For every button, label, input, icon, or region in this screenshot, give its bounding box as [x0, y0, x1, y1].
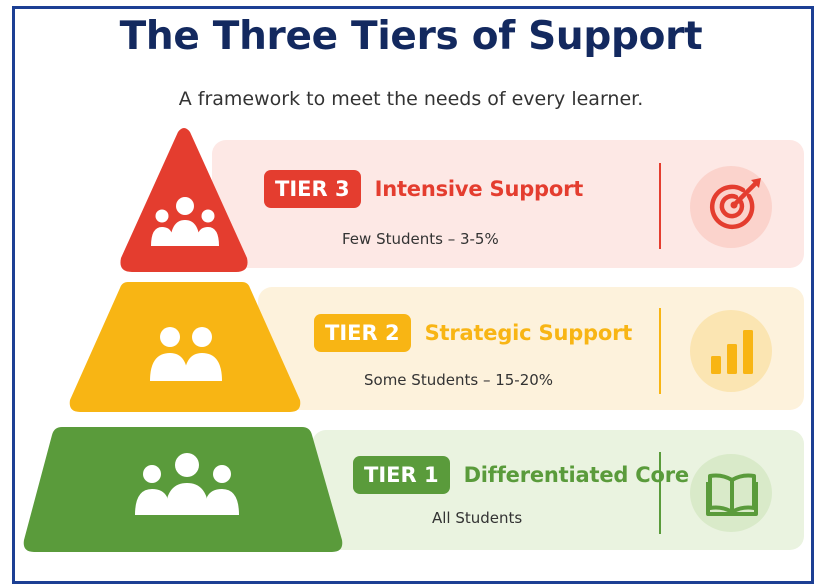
bar-chart-icon	[711, 330, 753, 374]
tier-3-name: Intensive Support	[374, 177, 584, 201]
book-icon	[706, 473, 758, 516]
tier-1-heading: TIER 1 Differentiated Core	[353, 456, 689, 494]
tier-3-description: Few Students – 3-5%	[342, 230, 499, 248]
tier-1-description: All Students	[432, 509, 523, 527]
tier-1-badge: TIER 1	[353, 456, 450, 494]
tier-3-badge: TIER 3	[264, 170, 361, 208]
page-subtitle: A framework to meet the needs of every l…	[178, 88, 644, 110]
tier-2-heading: TIER 2 Strategic Support	[314, 314, 632, 352]
tier-2-description: Some Students – 15-20%	[364, 371, 554, 389]
tier-1-divider	[659, 452, 661, 534]
people-group-large-icon	[135, 453, 239, 515]
tier-2-divider	[659, 308, 661, 394]
target-icon	[709, 178, 761, 230]
tier-3-heading: TIER 3 Intensive Support	[264, 170, 583, 208]
tier-1-name: Differentiated Core	[463, 463, 690, 487]
page-title: The Three Tiers of Support	[119, 14, 703, 59]
tier-2-name: Strategic Support	[424, 321, 633, 345]
people-pair-icon	[150, 327, 222, 381]
tier-3-divider	[659, 163, 661, 249]
people-group-icon	[151, 197, 219, 246]
tier-2-badge: TIER 2	[314, 314, 411, 352]
tier-2-pyramid-middle	[69, 282, 301, 412]
